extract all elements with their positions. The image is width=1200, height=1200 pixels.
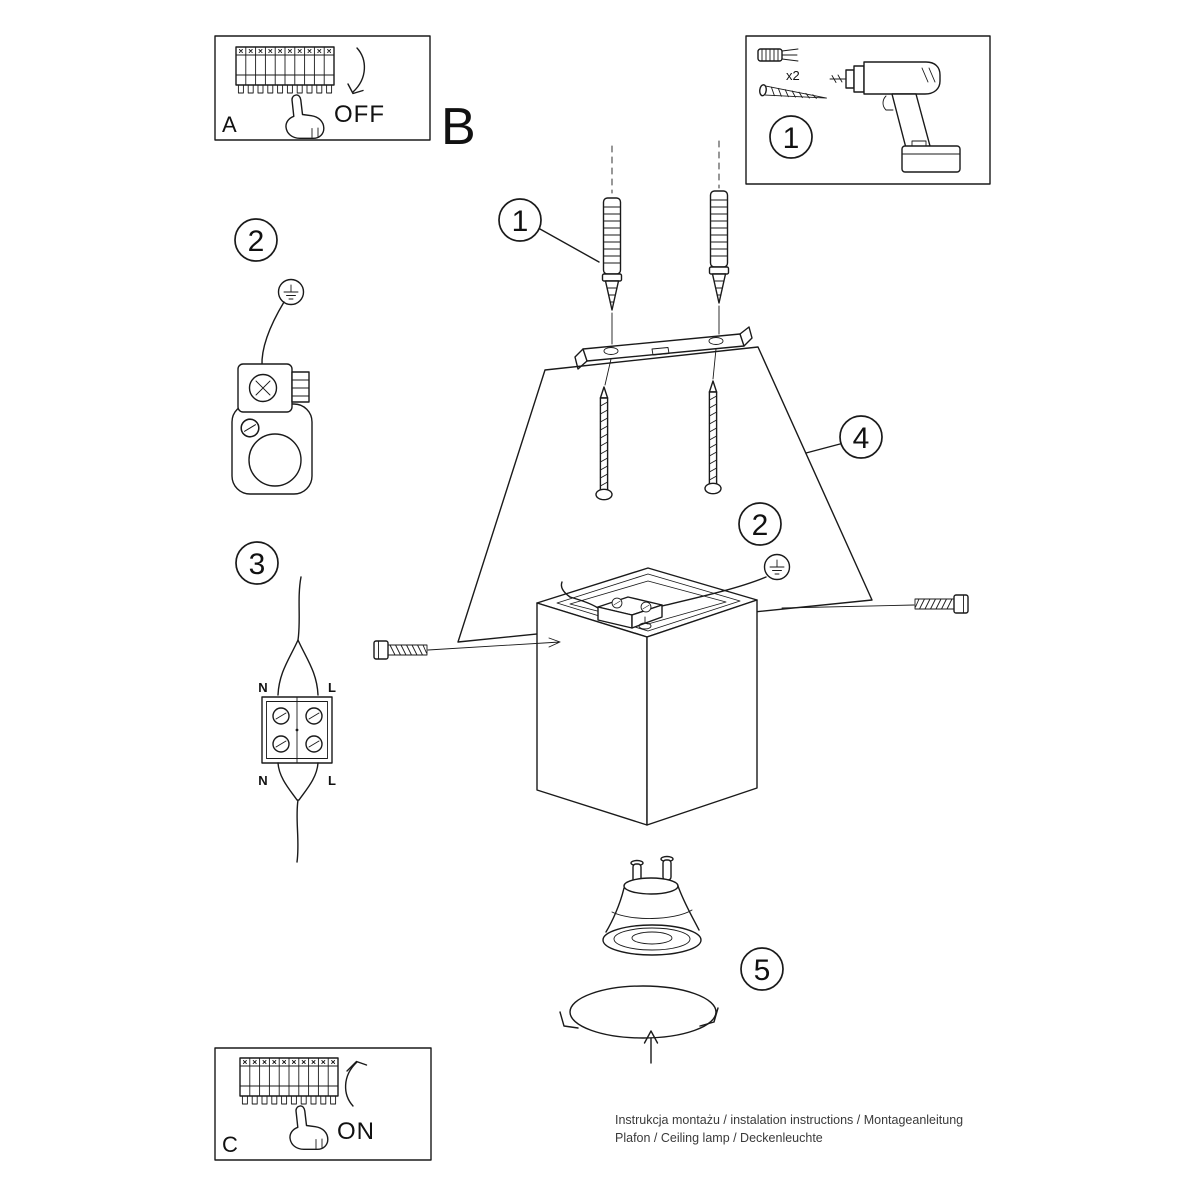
step-3-badge: 3 (235, 541, 279, 585)
ground-wire-assembly (661, 576, 767, 607)
plug-bracket-lines (611, 305, 720, 345)
panel-c-letter: C (222, 1132, 238, 1157)
step-5-number: 5 (754, 954, 771, 987)
step-4-number: 4 (853, 422, 870, 455)
assembly-diagram: 4 1 (373, 140, 969, 1064)
tools-panel: x2 1 (745, 35, 991, 185)
step-5-badge: 5 (740, 947, 784, 991)
step-1-badge: 1 (498, 198, 542, 242)
wall-plug-right (708, 190, 730, 304)
rotation-arrow (559, 985, 719, 1064)
breaker-strip (239, 1057, 339, 1105)
ground-symbol-icon (277, 278, 305, 306)
screw-icon (759, 84, 827, 99)
on-label: ON (337, 1118, 375, 1145)
cable-fork (277, 639, 319, 696)
power-on-panel: ON C (214, 1047, 432, 1161)
ceiling-rose (231, 363, 313, 495)
step-4-leader (805, 443, 841, 454)
step-1-leader (539, 228, 600, 263)
terminal-n-bottom-label: N (258, 773, 267, 788)
terminal-l-top-label: L (328, 680, 336, 695)
pointing-hand-icon (289, 1105, 329, 1151)
wiring-step: 3 N L N L (235, 541, 336, 863)
footer-line-1: Instrukcja montażu / instalation instruc… (615, 1113, 963, 1127)
wall-plug-left (601, 197, 623, 311)
step-3-number: 3 (249, 548, 266, 581)
step-4-badge: 4 (839, 415, 883, 459)
output-cable (277, 762, 319, 863)
terminal-block (261, 696, 333, 764)
step-2-assembly-number: 2 (752, 509, 769, 542)
ground-connector-step: 2 (231, 218, 313, 495)
drill-icon (829, 61, 961, 173)
footer: Instrukcja montażu / instalation instruc… (615, 1113, 963, 1145)
off-label: OFF (334, 101, 385, 128)
side-screw-left (373, 640, 428, 660)
section-b-label: B (441, 98, 476, 156)
step-2-badge: 2 (234, 218, 278, 262)
ground-symbol-assembly-icon (763, 553, 791, 581)
supply-cable (297, 576, 302, 641)
step-2-assembly-badge: 2 (738, 502, 782, 546)
step-2-number: 2 (248, 225, 265, 258)
breaker-strip (235, 46, 335, 94)
side-screw-right-leader (781, 604, 915, 609)
terminal-n-top-label: N (258, 680, 267, 695)
plug-quantity-label: x2 (786, 68, 800, 83)
panel-a-letter: A (222, 112, 237, 137)
terminal-l-bottom-label: L (328, 773, 336, 788)
wall-plug-icon (757, 48, 799, 62)
footer-line-2: Plafon / Ceiling lamp / Deckenleuchte (615, 1131, 823, 1145)
side-screw-right (914, 594, 969, 614)
lamp-body-cube (536, 567, 758, 826)
ground-wire (261, 301, 285, 367)
gu10-bulb (602, 855, 702, 956)
step-1-number: 1 (512, 205, 529, 238)
side-screw-left-leader (427, 637, 561, 651)
tools-step-number: 1 (783, 122, 800, 155)
bracket-screw-lines (604, 348, 717, 386)
switch-off-arrow-icon (347, 47, 366, 95)
switch-on-arrow-icon (344, 1060, 368, 1107)
tools-step-badge: 1 (769, 115, 813, 159)
mounting-screw-right (704, 380, 722, 495)
terminal-block-assembly (560, 581, 663, 630)
mounting-screw-left (595, 386, 613, 501)
axis-dashed-lines (611, 140, 720, 194)
pointing-hand-icon (285, 94, 325, 140)
mounting-bracket (574, 326, 753, 370)
power-off-panel: OFF A (214, 35, 431, 141)
